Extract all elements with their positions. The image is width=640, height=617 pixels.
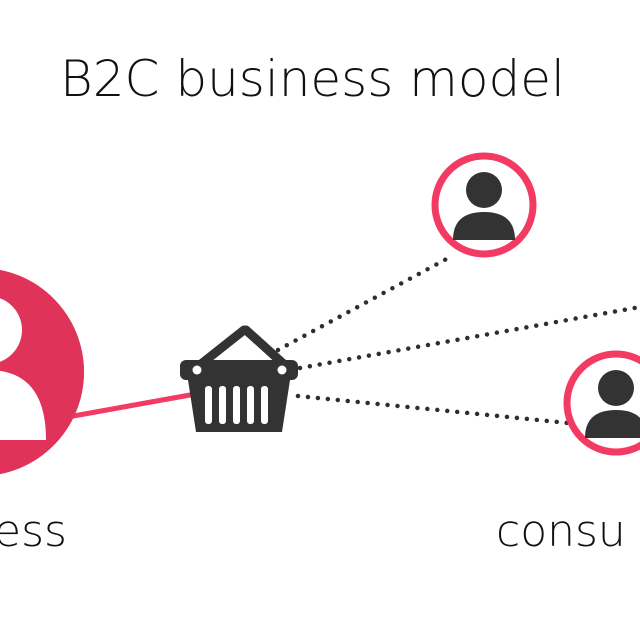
person-icon: [453, 172, 515, 240]
shopping-basket-icon: [180, 325, 298, 432]
dotted-connector-bottom: [295, 393, 571, 426]
consumer-node-bottom: [563, 350, 640, 456]
person-icon: [0, 298, 46, 440]
dotted-connector-top: [275, 253, 455, 353]
dotted-connector-middle: [297, 304, 640, 371]
consumer-node-top: [431, 152, 537, 258]
business-node: [0, 268, 84, 476]
consumer-label: consu: [496, 506, 626, 557]
diagram-title: B2C business model: [60, 50, 565, 108]
person-icon: [585, 370, 640, 438]
business-label: ess: [0, 506, 67, 557]
basket-node: [180, 325, 298, 432]
